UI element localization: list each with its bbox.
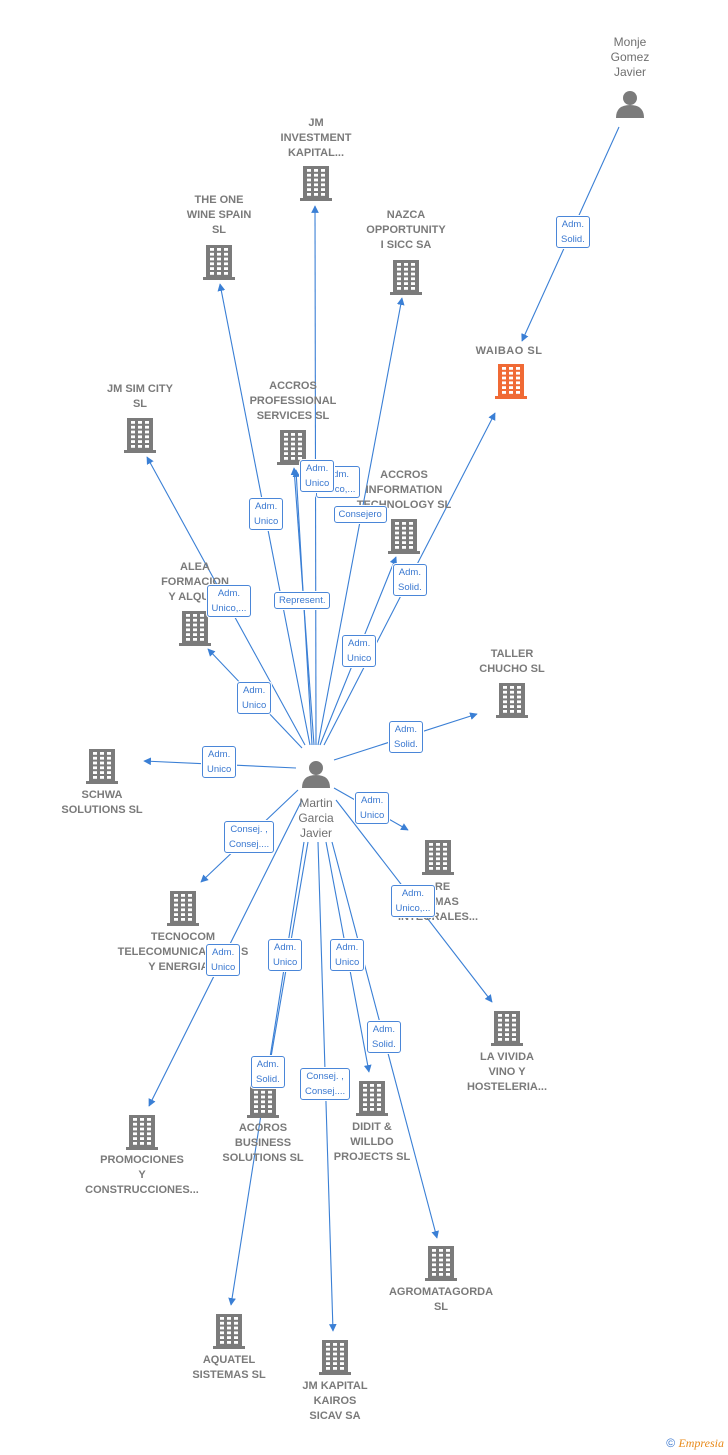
person-icon-monje[interactable] [616, 91, 644, 118]
edge-label-alea[interactable]: Adm. Unico [237, 682, 272, 714]
edge-label-tecnocom[interactable]: Consej. , Consej.... [224, 821, 275, 853]
brand-name: Empresia [678, 1436, 724, 1450]
node-label-didit[interactable]: DIDIT & WILLDO PROJECTS SL [333, 1121, 411, 1163]
building-icon-agromata[interactable] [425, 1246, 457, 1281]
building-icon-sitre[interactable] [422, 840, 454, 875]
building-icon-accros_info[interactable] [388, 519, 420, 554]
node-label-jm_inv[interactable]: JM INVESTMENT KAPITAL... [280, 117, 352, 159]
node-label-schwa[interactable]: SCHWA SOLUTIONS SL [61, 789, 143, 816]
edge-label-sitre[interactable]: Adm. Unico [355, 792, 390, 824]
node-label-taller[interactable]: TALLER CHUCHO SL [479, 648, 545, 675]
edge-label-schwa[interactable]: Adm. Unico [202, 746, 237, 778]
building-icon-tecnocom[interactable] [167, 891, 199, 926]
building-icon-waibao[interactable] [495, 364, 527, 399]
edge-label-nazca[interactable]: Consejero [333, 505, 387, 523]
node-label-martin[interactable]: Martin Garcia Javier [298, 796, 334, 840]
building-icon-acoros[interactable] [247, 1083, 279, 1118]
copyright-symbol: © [666, 1436, 676, 1450]
node-label-the_one[interactable]: THE ONE WINE SPAIN SL [186, 194, 252, 236]
building-icon-jm_kairos[interactable] [319, 1340, 351, 1375]
node-label-agromata[interactable]: AGROMATAGORDA SL [388, 1286, 494, 1313]
node-label-sitre[interactable]: ...RE ...RMAS INTEGRALES... [397, 881, 479, 923]
building-icon-nazca[interactable] [390, 260, 422, 295]
person-icon-martin[interactable] [302, 761, 330, 788]
edge-label-aquatel[interactable]: Adm. Solid. [251, 1056, 285, 1088]
building-icon-aquatel[interactable] [213, 1314, 245, 1349]
icons-layer [86, 91, 644, 1375]
edge-label-waibao[interactable]: Adm. Solid. [393, 564, 427, 596]
node-label-aquatel[interactable]: AQUATEL SISTEMAS SL [192, 1354, 266, 1381]
edge-label-jm_sim[interactable]: Adm. Unico,... [206, 585, 252, 617]
building-icon-la_vivida[interactable] [491, 1011, 523, 1046]
node-label-promociones[interactable]: PROMOCIONES Y CONSTRUCCIONES... [85, 1154, 199, 1196]
node-label-jm_kairos[interactable]: JM KAPITAL KAIROS SICAV SA [302, 1380, 368, 1422]
building-icon-jm_sim[interactable] [124, 418, 156, 453]
building-icon-taller[interactable] [496, 683, 528, 718]
edge-label-accros_info[interactable]: Adm. Unico [342, 635, 377, 667]
building-icon-the_one[interactable] [203, 245, 235, 280]
node-label-nazca[interactable]: NAZCA OPPORTUNITY I SICC SA [366, 209, 446, 251]
footer-brand[interactable]: © Empresia [666, 1436, 724, 1451]
node-label-jm_sim[interactable]: JM SIM CITY SL [106, 383, 173, 410]
building-icon-schwa[interactable] [86, 749, 118, 784]
node-label-monje[interactable]: Monje Gomez Javier [610, 35, 650, 79]
edge-label-taller[interactable]: Adm. Solid. [389, 721, 423, 753]
edge-label-acoros[interactable]: Adm. Unico [268, 939, 303, 971]
building-icon-alea[interactable] [179, 611, 211, 646]
edge-label-accros_prof[interactable]: Represent. [274, 591, 331, 609]
node-label-waibao[interactable]: WAIBAO SL [475, 345, 543, 357]
edge-label-jm_kairos[interactable]: Consej. , Consej.... [300, 1068, 351, 1100]
building-icon-jm_inv[interactable] [300, 166, 332, 201]
edge-label-agromata[interactable]: Adm. Solid. [367, 1021, 401, 1053]
node-label-la_vivida[interactable]: LA VIVIDA VINO Y HOSTELERIA... [466, 1051, 548, 1093]
building-icon-promociones[interactable] [126, 1115, 158, 1150]
node-label-accros_prof[interactable]: ACCROS PROFESSIONAL SERVICES SL [249, 380, 337, 422]
node-label-acoros[interactable]: ACOROS BUSINESS SOLUTIONS SL [222, 1122, 304, 1164]
edge-label-the_one[interactable]: Adm. Unico [249, 498, 284, 530]
edge-label-didit[interactable]: Adm. Unico [330, 939, 365, 971]
edge-label-accros_prof[interactable]: Adm. Unico [300, 460, 335, 492]
edge-label-waibao[interactable]: Adm. Solid. [556, 216, 590, 248]
edge-label-promociones[interactable]: Adm. Unico [206, 944, 241, 976]
building-icon-didit[interactable] [356, 1081, 388, 1116]
edge-label-la_vivida[interactable]: Adm. Unico,... [390, 885, 436, 917]
building-icon-accros_prof[interactable] [277, 430, 309, 465]
